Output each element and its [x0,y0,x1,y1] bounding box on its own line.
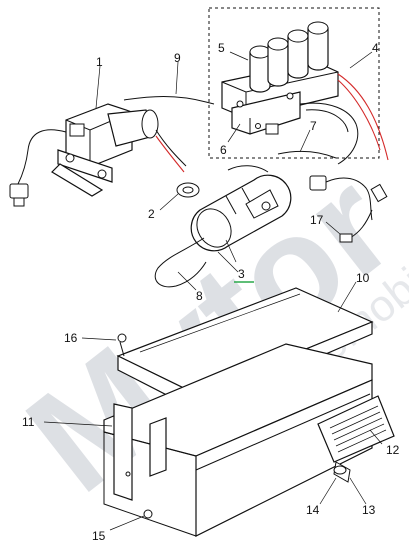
hose-7 [277,150,337,159]
callout-17: 17 [310,213,324,227]
compressor-assembly [9,103,187,207]
callout-9: 9 [174,51,181,65]
hose-9 [123,96,215,105]
valve-block-assembly [208,7,389,165]
leader-lines [43,51,383,531]
callout-5: 5 [218,41,225,55]
callout-labels: 1 2 3 4 5 6 7 8 9 10 11 12 13 14 15 16 1… [22,41,400,543]
housing-assembly [103,287,395,537]
callout-8: 8 [196,289,203,303]
air-tank-3 [154,165,292,288]
callout-16: 16 [64,331,78,345]
callout-3: 3 [238,267,245,281]
callout-1: 1 [96,55,103,69]
callout-13: 13 [362,503,376,517]
callout-7: 7 [310,119,317,133]
grommet-2 [176,182,200,198]
callout-2: 2 [148,207,155,221]
callout-4: 4 [372,41,379,55]
callout-10: 10 [356,271,370,285]
callout-12: 12 [386,443,400,457]
callout-11: 11 [22,415,35,429]
sensor-connector-17 [309,175,388,243]
dashed-detail-frame [208,7,380,159]
callout-15: 15 [92,529,106,543]
callout-14: 14 [306,503,320,517]
callout-6: 6 [220,143,227,157]
